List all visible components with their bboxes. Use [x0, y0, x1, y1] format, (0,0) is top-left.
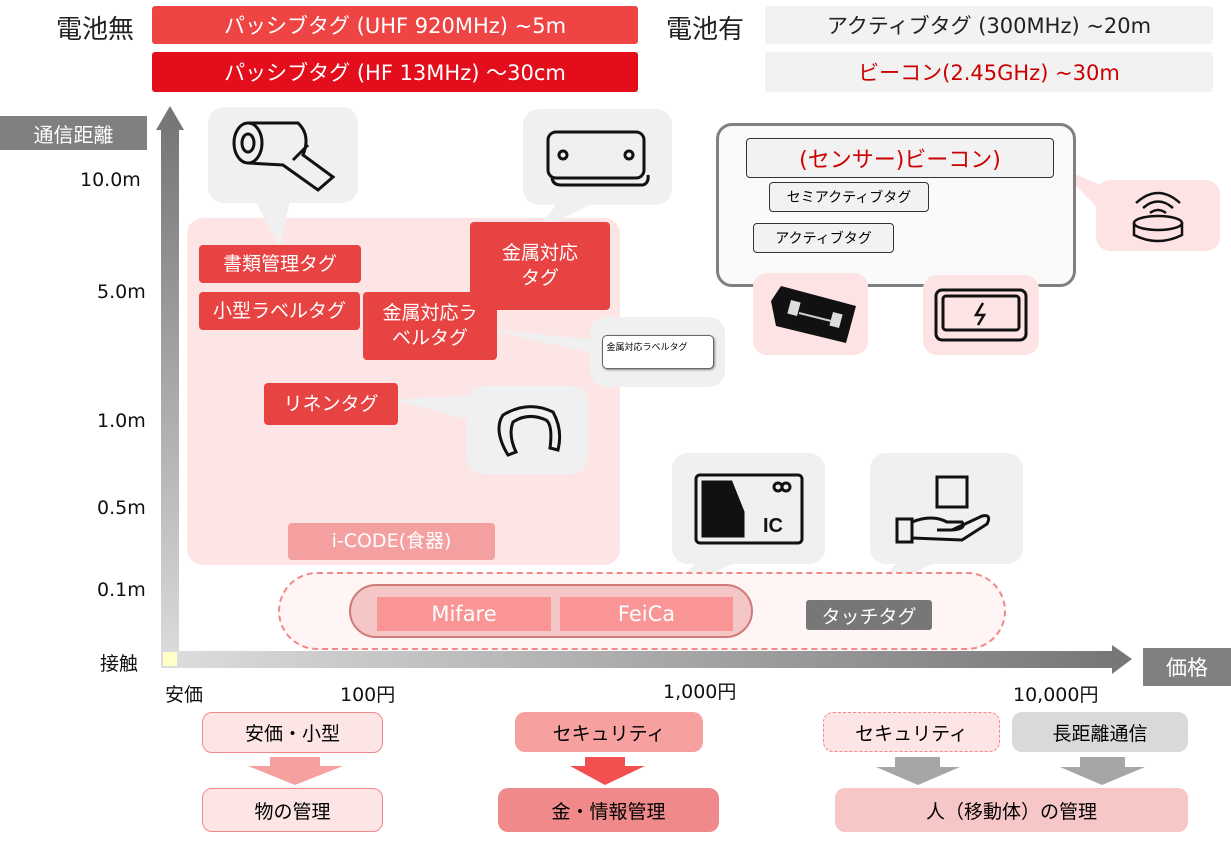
feature-long-range: 長距離通信: [1012, 712, 1188, 752]
metal-label-sample: 金属対応ラベルタグ: [590, 317, 725, 387]
arrow-down-icon: [876, 757, 960, 785]
use-money-info-management: 金・情報管理: [498, 788, 719, 832]
legend-beacon: ビーコン(2.45GHz) ~30m: [765, 52, 1213, 92]
y-tick: 10.0m: [80, 169, 141, 191]
x-tick: 安価: [165, 683, 204, 706]
tag-touch: タッチタグ: [806, 600, 932, 630]
beacon-icon: [1096, 180, 1220, 251]
ic-card-icon: IC: [672, 453, 825, 564]
y-tick: 0.1m: [97, 579, 146, 601]
tag-metal-label: 金属対応ラベルタグ: [363, 292, 497, 360]
with-battery-label: 電池有: [665, 14, 744, 45]
svg-text:IC: IC: [763, 515, 783, 537]
feature-security-active: セキュリティ: [823, 712, 1000, 752]
tag-active: アクティブタグ: [753, 223, 894, 253]
tag-metal: 金属対応タグ: [470, 222, 610, 310]
tag-document-management: 書類管理タグ: [199, 245, 361, 283]
legend-active: アクティブタグ (300MHz) ~20m: [765, 6, 1213, 44]
y-tick: 接触: [100, 652, 139, 675]
arrow-down-icon: [248, 757, 343, 785]
legend-passive-hf: パッシブタグ (HF 13MHz) 〜30cm: [152, 52, 638, 92]
y-tick: 0.5m: [97, 497, 146, 519]
use-people-management: 人（移動体）の管理: [835, 788, 1188, 832]
tag-mifare: Mifare: [377, 597, 551, 631]
x-tick: 100円: [340, 683, 396, 706]
arrow-down-icon: [1060, 757, 1145, 785]
metal-label-sample-text: 金属対応ラベルタグ: [601, 335, 714, 369]
hand-card-icon: [870, 453, 1023, 564]
tag-icode: i-CODE(食器): [288, 523, 495, 560]
battery-tag-icon: [923, 275, 1039, 355]
no-battery-label: 電池無: [55, 14, 134, 45]
tag-small-label: 小型ラベルタグ: [199, 292, 360, 330]
x-tick: 1,000円: [663, 680, 737, 703]
legend-passive-uhf: パッシブタグ (UHF 920MHz) ~5m: [152, 6, 638, 44]
label-roll-icon: [208, 107, 358, 203]
tag-linen: リネンタグ: [264, 383, 398, 425]
x-axis-label: 価格: [1143, 648, 1231, 686]
arrow-down-icon: [570, 757, 645, 785]
tag-felica: FeiCa: [560, 597, 733, 631]
y-tick: 1.0m: [97, 410, 146, 432]
metal-plate-icon: [523, 109, 672, 205]
feature-cheap-small: 安価・小型: [202, 712, 383, 753]
use-goods-management: 物の管理: [202, 788, 383, 832]
tag-semi-active: セミアクティブタグ: [769, 182, 929, 212]
linen-tag-icon: [467, 386, 588, 474]
feature-security: セキュリティ: [515, 712, 703, 752]
active-tag-icon: [753, 273, 868, 355]
y-tick: 5.0m: [97, 281, 146, 303]
tag-sensor-beacon: (センサー)ビーコン): [746, 138, 1054, 178]
x-tick: 10,000円: [1013, 683, 1099, 706]
y-axis-label: 通信距離: [0, 116, 147, 150]
